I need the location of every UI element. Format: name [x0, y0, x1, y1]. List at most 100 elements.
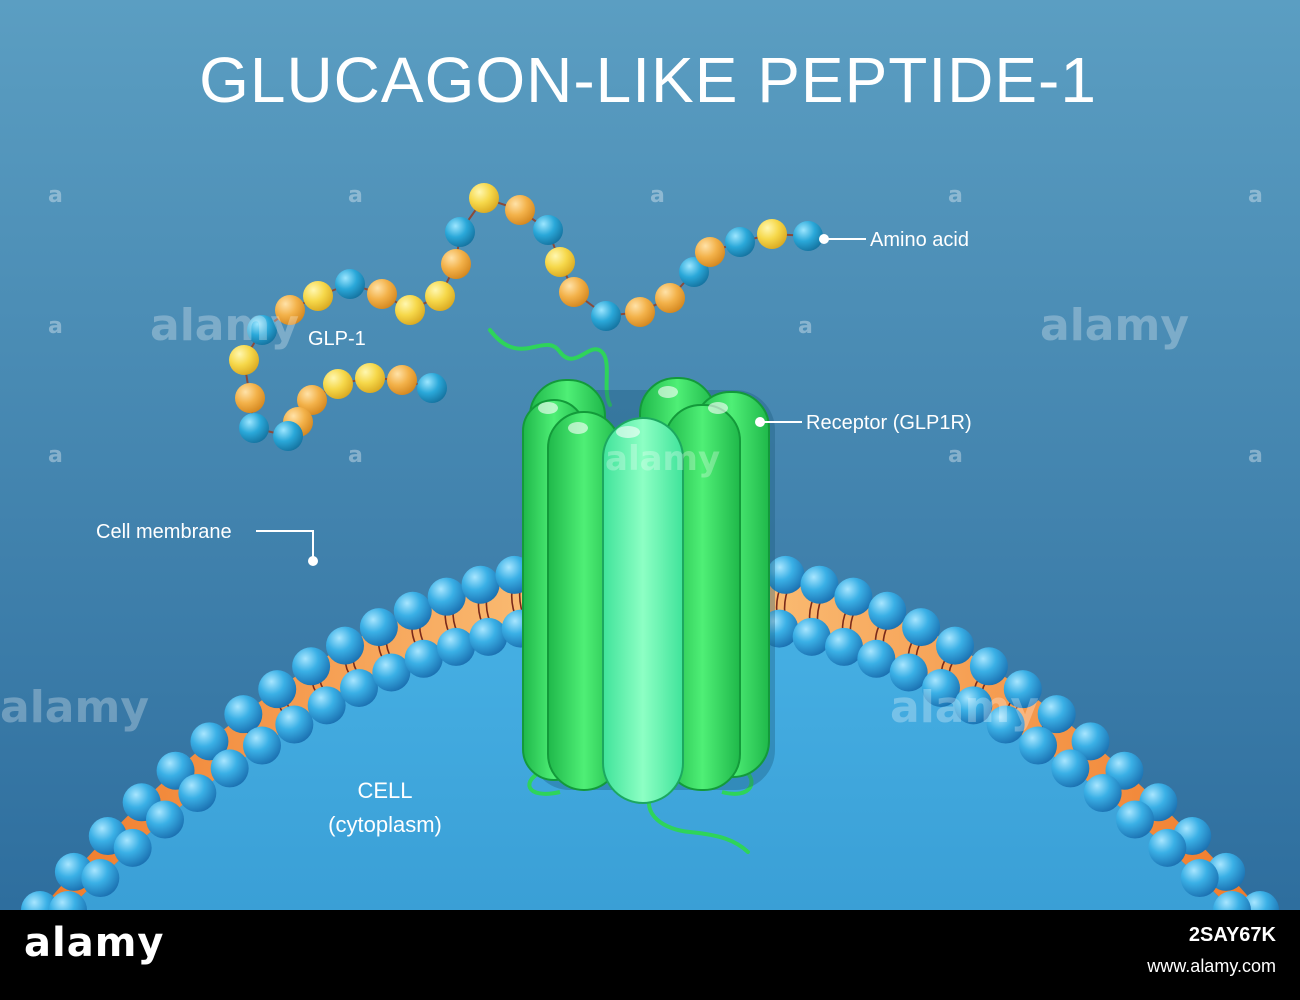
amino-acid-bead	[235, 383, 265, 413]
amino-acid-bead	[297, 385, 327, 415]
watermark-mark: a	[48, 314, 63, 339]
amino-acid-label: Amino acid	[870, 229, 969, 251]
amino-acid-bead	[591, 301, 621, 331]
amino-acid-bead	[793, 221, 823, 251]
label-receptor: Receptor (GLP1R)	[755, 412, 972, 434]
cytoplasm-label: (cytoplasm)	[328, 812, 442, 837]
footer-bar: alamy 2SAY67K www.alamy.com	[0, 910, 1300, 1000]
cell-membrane	[21, 555, 1279, 910]
amino-acid-bead	[355, 363, 385, 393]
lipid-head	[146, 800, 184, 839]
lipid-head	[902, 608, 941, 647]
glp1-label: GLP-1	[308, 328, 366, 350]
lipid-head	[1116, 800, 1154, 839]
lipid-head	[178, 774, 217, 813]
lipid-head	[1213, 891, 1251, 910]
lipid-heads	[21, 555, 1279, 910]
amino-acid-bead	[505, 195, 535, 225]
lipid-head	[889, 653, 928, 692]
watermark-mark: a	[48, 183, 63, 208]
amino-acid-bead	[757, 219, 787, 249]
lipid-head	[258, 670, 297, 709]
lipid-head	[393, 591, 432, 630]
amino-acid-bead	[395, 295, 425, 325]
glp1-peptide	[229, 183, 823, 451]
lipid-head	[834, 577, 873, 616]
lipid-head	[1019, 726, 1057, 765]
amino-acid-beads	[229, 183, 823, 451]
watermark-text: alamy	[0, 682, 149, 733]
lipid-head	[1003, 670, 1042, 709]
lipid-head	[800, 565, 839, 604]
amino-acid-bead	[545, 247, 575, 277]
amino-acid-bead	[387, 365, 417, 395]
lipid-head	[825, 627, 863, 666]
watermark-mark: a	[1248, 183, 1263, 208]
amino-acid-bead	[441, 249, 471, 279]
lipid-head	[1051, 749, 1090, 788]
watermark-marks: a a a a a a a a a a a	[48, 183, 1263, 468]
helix-highlight	[658, 386, 678, 398]
label-amino-acid: Amino acid	[819, 229, 969, 251]
lipid-head	[986, 705, 1025, 744]
watermark-mark: a	[348, 443, 363, 468]
amino-acid-bead	[229, 345, 259, 375]
lipid-head	[461, 565, 500, 604]
amino-acid-bead	[303, 281, 333, 311]
lipid-head	[1037, 695, 1076, 734]
lipid-head	[275, 705, 314, 744]
watermark-mark: a	[948, 183, 963, 208]
lipid-head	[190, 722, 229, 761]
lipid-head	[340, 669, 378, 707]
footer-image-id: 2SAY67K	[1188, 924, 1276, 946]
helix-highlight	[568, 422, 588, 434]
lipid-head	[936, 626, 974, 665]
page-title: GLUCAGON-LIKE PEPTIDE-1	[199, 44, 1097, 116]
amino-acid-bead	[725, 227, 755, 257]
lipid-head	[307, 686, 346, 725]
footer-url[interactable]: www.alamy.com	[1147, 956, 1276, 976]
amino-acid-bead	[247, 315, 277, 345]
lipid-head	[954, 686, 993, 725]
amino-acid-bead	[533, 215, 563, 245]
amino-acid-bead	[335, 269, 365, 299]
amino-acid-bead	[655, 283, 685, 313]
receptor-c-terminal	[646, 788, 750, 854]
watermark-text: alamy	[605, 439, 720, 479]
lipid-head	[224, 695, 263, 734]
receptor-n-terminal	[488, 328, 612, 407]
amino-acid-bead	[625, 297, 655, 327]
footer-logo: alamy	[24, 920, 165, 966]
watermark-text: alamy	[150, 300, 299, 351]
lipid-head	[326, 626, 364, 665]
lipid-head	[427, 577, 466, 616]
watermark-mark: a	[948, 443, 963, 468]
amino-acid-bead	[695, 237, 725, 267]
amino-acid-bead	[239, 413, 269, 443]
cell-label: CELL	[357, 778, 412, 803]
lipid-head	[1083, 774, 1122, 813]
amino-acid-bead	[367, 279, 397, 309]
lipid-head	[857, 639, 896, 678]
helix-front	[602, 417, 684, 804]
amino-acid-bead	[275, 295, 305, 325]
helix-highlight	[708, 402, 728, 414]
lipid-head	[969, 647, 1008, 686]
lipid-head	[1241, 891, 1279, 910]
amino-acid-bead	[273, 421, 303, 451]
lipid-head	[359, 608, 398, 647]
amino-acid-bead	[323, 369, 353, 399]
cell-membrane-label: Cell membrane	[96, 521, 232, 543]
lipid-head	[81, 859, 120, 898]
amino-acid-bead	[469, 183, 499, 213]
lipid-head	[21, 891, 59, 910]
receptor-label: Receptor (GLP1R)	[806, 412, 972, 434]
watermark-mark: a	[798, 314, 813, 339]
watermark-mark: a	[48, 443, 63, 468]
lipid-head	[437, 627, 475, 666]
lipid-head	[1148, 828, 1187, 867]
lipid-head	[1180, 859, 1219, 898]
amino-acid-bead	[559, 277, 589, 307]
lipid-head	[469, 617, 508, 656]
